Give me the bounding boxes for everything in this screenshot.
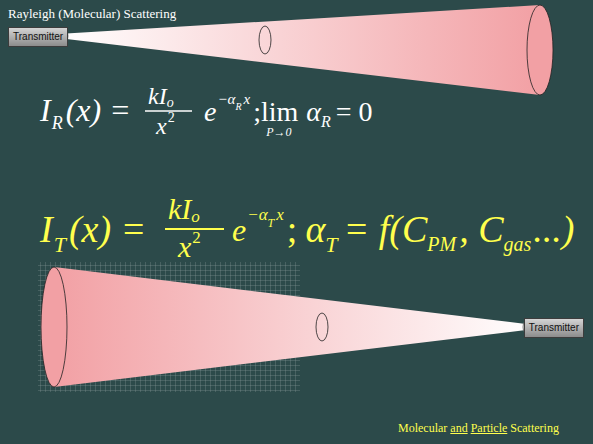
formula-term: α [305, 210, 325, 248]
formula-term: ;lim [253, 98, 298, 126]
formula-term: (x) = [69, 210, 146, 248]
formula-term: , C [459, 210, 503, 248]
transmitter-box: Transmitter [8, 27, 68, 47]
formula-term: (x) = [66, 94, 131, 126]
formula-term: = f(C [344, 210, 428, 248]
formula-term: −α [217, 92, 235, 107]
transmitter-box: Transmitter [524, 318, 584, 338]
formula-term: gas [504, 234, 532, 254]
formula-term: I [40, 210, 53, 248]
formula-term: kI [148, 84, 167, 108]
beam-section [316, 313, 328, 341]
formula-term: PM [427, 234, 456, 254]
formula-term: T [268, 217, 275, 229]
device-label: Transmitter [529, 322, 579, 334]
caption-word: Particle [471, 422, 508, 434]
formula-term: e [204, 98, 216, 126]
caption-word: and [450, 422, 467, 434]
formula-term: T [325, 234, 337, 256]
formula-term: 2 [168, 111, 175, 125]
caption-word: Scattering [510, 422, 559, 434]
formula-term: 2 [192, 229, 201, 246]
formula-term: −α [247, 206, 267, 223]
formula-term: e [232, 214, 246, 246]
formula-term: x [156, 114, 167, 138]
beam-section [41, 267, 67, 387]
laser-beam [54, 267, 534, 387]
formula-term: = 0 [336, 98, 373, 126]
formula-term: R [235, 102, 241, 112]
formula-term: R [52, 114, 63, 132]
slide-title: Rayleigh (Molecular) Scattering [8, 7, 176, 20]
formula-term: x [244, 92, 251, 107]
beam-section [527, 5, 553, 95]
device-label: Transmitter [13, 31, 63, 43]
formula-term: R [321, 114, 331, 130]
formula-term: ...) [533, 210, 574, 248]
formula-term: x [276, 206, 284, 223]
formula-term: o [191, 208, 200, 225]
formula-term: I [40, 94, 51, 126]
formula-term: T [54, 234, 66, 256]
formula-term: x [178, 232, 191, 262]
beam-section [259, 26, 271, 54]
formula-term: P→0 [266, 126, 291, 138]
caption-word: Molecular [398, 422, 447, 434]
formula-term: ; [287, 210, 298, 248]
formula-term: o [167, 96, 174, 110]
formula-term: α [306, 98, 321, 126]
formula-term: kI [168, 194, 191, 224]
